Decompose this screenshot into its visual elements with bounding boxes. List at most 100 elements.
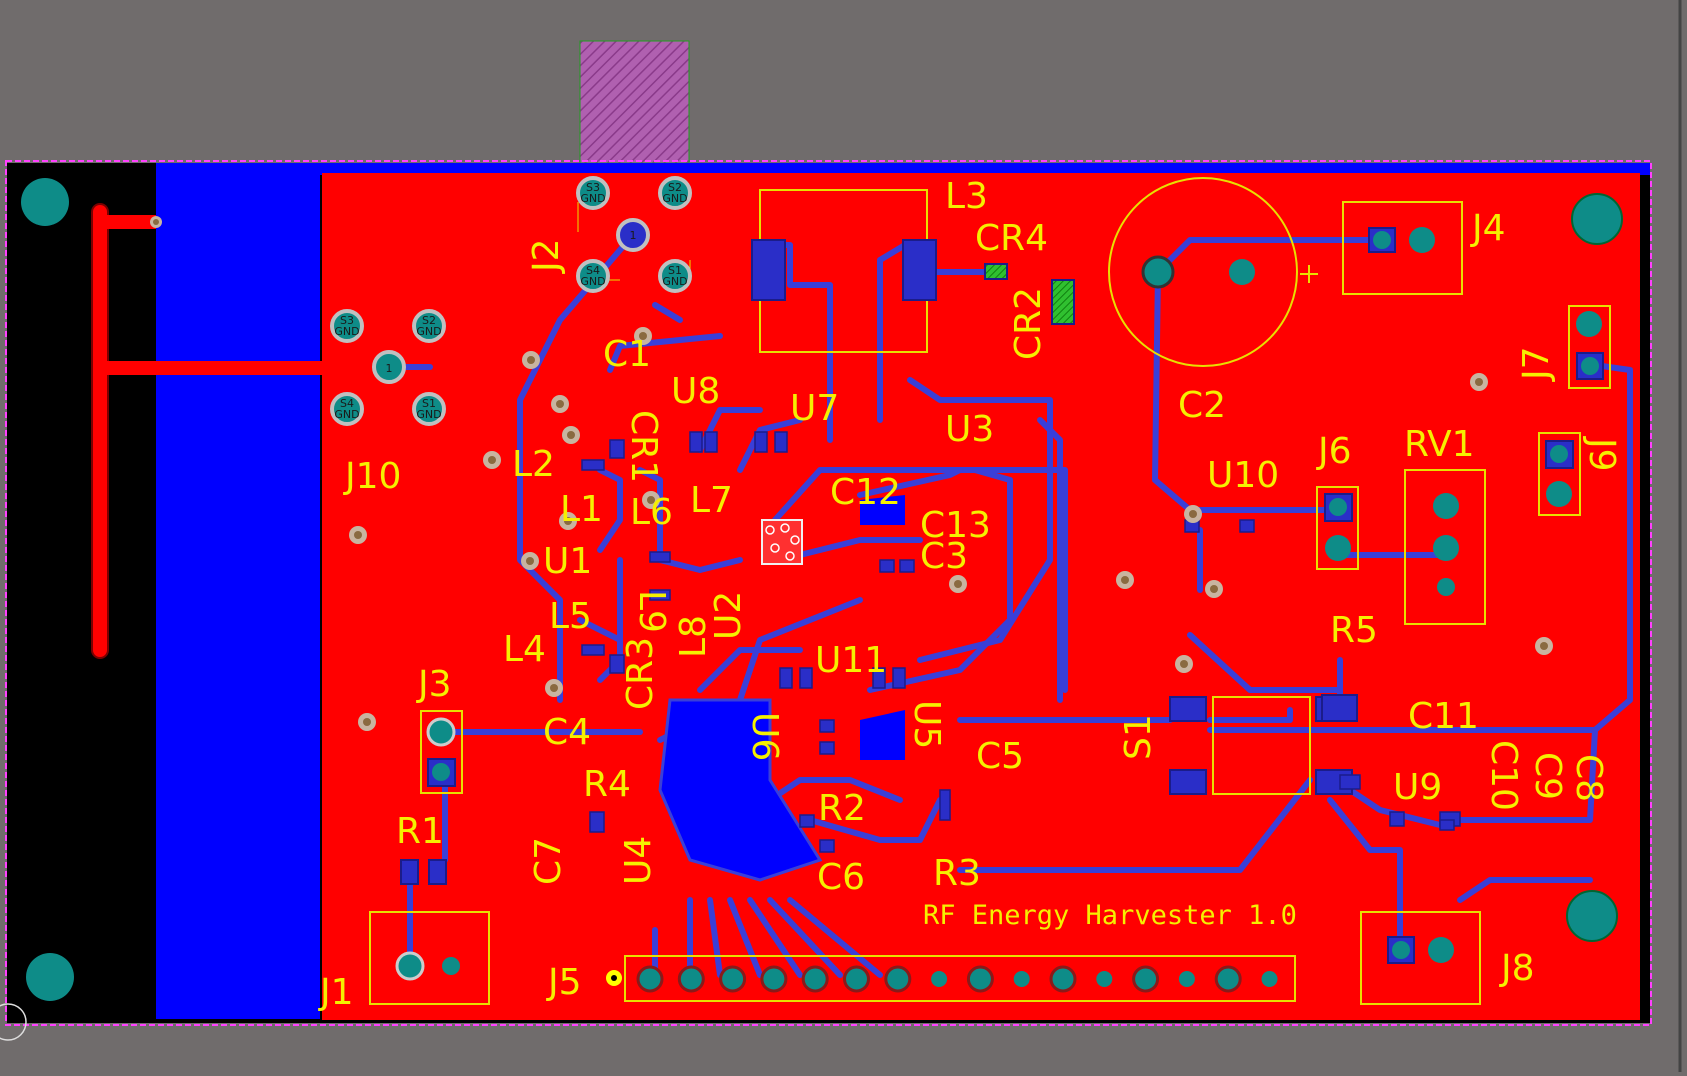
label-R1[interactable]: R1 <box>396 811 444 852</box>
j5-pin[interactable] <box>636 965 664 993</box>
label-J2[interactable]: J2 <box>526 238 567 274</box>
label-R2[interactable]: R2 <box>818 788 866 829</box>
label-CR3[interactable]: CR3 <box>620 637 661 710</box>
j5-pin[interactable] <box>1013 971 1030 987</box>
bottom-traces <box>392 233 1633 978</box>
cr4-part[interactable] <box>984 263 1008 280</box>
label-C5[interactable]: C5 <box>976 736 1024 777</box>
label-L9[interactable]: L9 <box>631 590 672 633</box>
label-L1[interactable]: L1 <box>560 489 603 530</box>
label-U5[interactable]: U5 <box>906 700 947 749</box>
j4-connector[interactable] <box>1342 201 1463 295</box>
label-R4[interactable]: R4 <box>583 764 631 805</box>
label-J7[interactable]: J7 <box>1516 346 1557 382</box>
j5-pin[interactable] <box>1132 965 1160 993</box>
r1-pad-b[interactable] <box>428 859 447 885</box>
keepout-region[interactable] <box>579 40 690 164</box>
mounting-hole-br[interactable] <box>1566 890 1618 942</box>
j5-pin[interactable] <box>801 965 829 993</box>
label-U3[interactable]: U3 <box>945 409 994 450</box>
j5-pin[interactable] <box>884 965 912 993</box>
j7-connector[interactable] <box>1568 305 1611 389</box>
j5-pin[interactable] <box>760 965 788 993</box>
label-L8[interactable]: L8 <box>673 615 714 658</box>
label-CR4[interactable]: CR4 <box>975 218 1048 259</box>
r1-pad-a[interactable] <box>400 859 419 885</box>
label-J9[interactable]: J9 <box>1581 436 1622 472</box>
j5-pin[interactable] <box>1096 971 1113 987</box>
j5-pin[interactable] <box>843 965 870 993</box>
label-L2[interactable]: L2 <box>512 444 555 485</box>
label-J1[interactable]: J1 <box>318 972 354 1013</box>
label-U2[interactable]: U2 <box>708 591 749 640</box>
label-R3[interactable]: R3 <box>933 853 981 894</box>
label-C7[interactable]: C7 <box>528 837 569 885</box>
board-outline[interactable] <box>5 160 1652 1026</box>
label-U7[interactable]: U7 <box>790 388 839 429</box>
label-J8[interactable]: J8 <box>1499 948 1535 989</box>
label-U11[interactable]: U11 <box>815 640 887 681</box>
label-C4[interactable]: C4 <box>543 712 591 753</box>
cr2-part[interactable] <box>1051 279 1075 325</box>
label-U9[interactable]: U9 <box>1393 767 1442 808</box>
label-U1[interactable]: U1 <box>543 541 592 582</box>
smd-pad <box>819 741 835 755</box>
label-U8[interactable]: U8 <box>671 371 720 412</box>
label-L6[interactable]: L6 <box>630 492 673 533</box>
j6-connector[interactable] <box>1316 486 1359 570</box>
label-C9[interactable]: C9 <box>1527 752 1568 800</box>
label-U10[interactable]: U10 <box>1207 455 1279 496</box>
label-L5[interactable]: L5 <box>549 596 592 637</box>
label-C6[interactable]: C6 <box>817 857 865 898</box>
label-J6[interactable]: J6 <box>1316 431 1352 472</box>
l3-footprint[interactable] <box>751 189 937 353</box>
label-U6[interactable]: U6 <box>744 712 785 761</box>
j5-pin[interactable] <box>931 971 948 987</box>
label-CR1[interactable]: CR1 <box>623 410 664 483</box>
label-CR2[interactable]: CR2 <box>1008 287 1049 360</box>
label-S1[interactable]: S1 <box>1118 714 1159 760</box>
rv1-footprint[interactable] <box>1404 469 1486 625</box>
j5-pin[interactable] <box>1049 965 1077 993</box>
label-L7[interactable]: L7 <box>690 480 733 521</box>
antenna-trace[interactable] <box>91 203 390 659</box>
label-C1[interactable]: C1 <box>603 334 651 375</box>
label-J3[interactable]: J3 <box>416 664 452 705</box>
j9-connector[interactable] <box>1538 432 1581 516</box>
r5-footprint[interactable] <box>1321 694 1358 722</box>
mounting-hole-tl[interactable] <box>21 178 69 226</box>
label-L4[interactable]: L4 <box>503 629 546 670</box>
mounting-hole-tr[interactable] <box>1571 193 1623 245</box>
label-C12[interactable]: C12 <box>830 472 901 513</box>
mounting-hole-bl[interactable] <box>26 953 74 1001</box>
label-J10[interactable]: J10 <box>343 456 401 497</box>
label-C3[interactable]: C3 <box>920 536 968 577</box>
label-C8[interactable]: C8 <box>1568 754 1609 802</box>
label-C10[interactable]: C10 <box>1483 740 1524 811</box>
label-C11[interactable]: C11 <box>1408 696 1479 737</box>
j5-header[interactable] <box>606 955 1296 1002</box>
label-L3[interactable]: L3 <box>945 176 988 217</box>
j1-connector[interactable] <box>369 911 490 1005</box>
j5-pin[interactable] <box>677 965 705 993</box>
j5-pin[interactable] <box>1214 965 1242 993</box>
label-U4[interactable]: U4 <box>618 836 659 885</box>
label-RV1[interactable]: RV1 <box>1404 424 1475 465</box>
label-C2[interactable]: C2 <box>1178 385 1226 426</box>
label-R5[interactable]: R5 <box>1330 610 1378 651</box>
label-C13[interactable]: C13 <box>920 505 991 546</box>
j5-pin[interactable] <box>1178 971 1195 987</box>
j5-pin[interactable] <box>966 965 994 993</box>
label-J5[interactable]: J5 <box>546 962 582 1003</box>
smd-pad <box>649 551 671 563</box>
j3-connector[interactable] <box>420 710 463 794</box>
label-J4[interactable]: J4 <box>1470 208 1506 249</box>
u2-chip[interactable] <box>761 519 803 565</box>
j5-pin[interactable] <box>719 965 747 993</box>
c2-footprint[interactable] <box>1108 177 1318 367</box>
j5-pin[interactable] <box>1261 971 1278 987</box>
j8-connector[interactable] <box>1360 911 1481 1005</box>
